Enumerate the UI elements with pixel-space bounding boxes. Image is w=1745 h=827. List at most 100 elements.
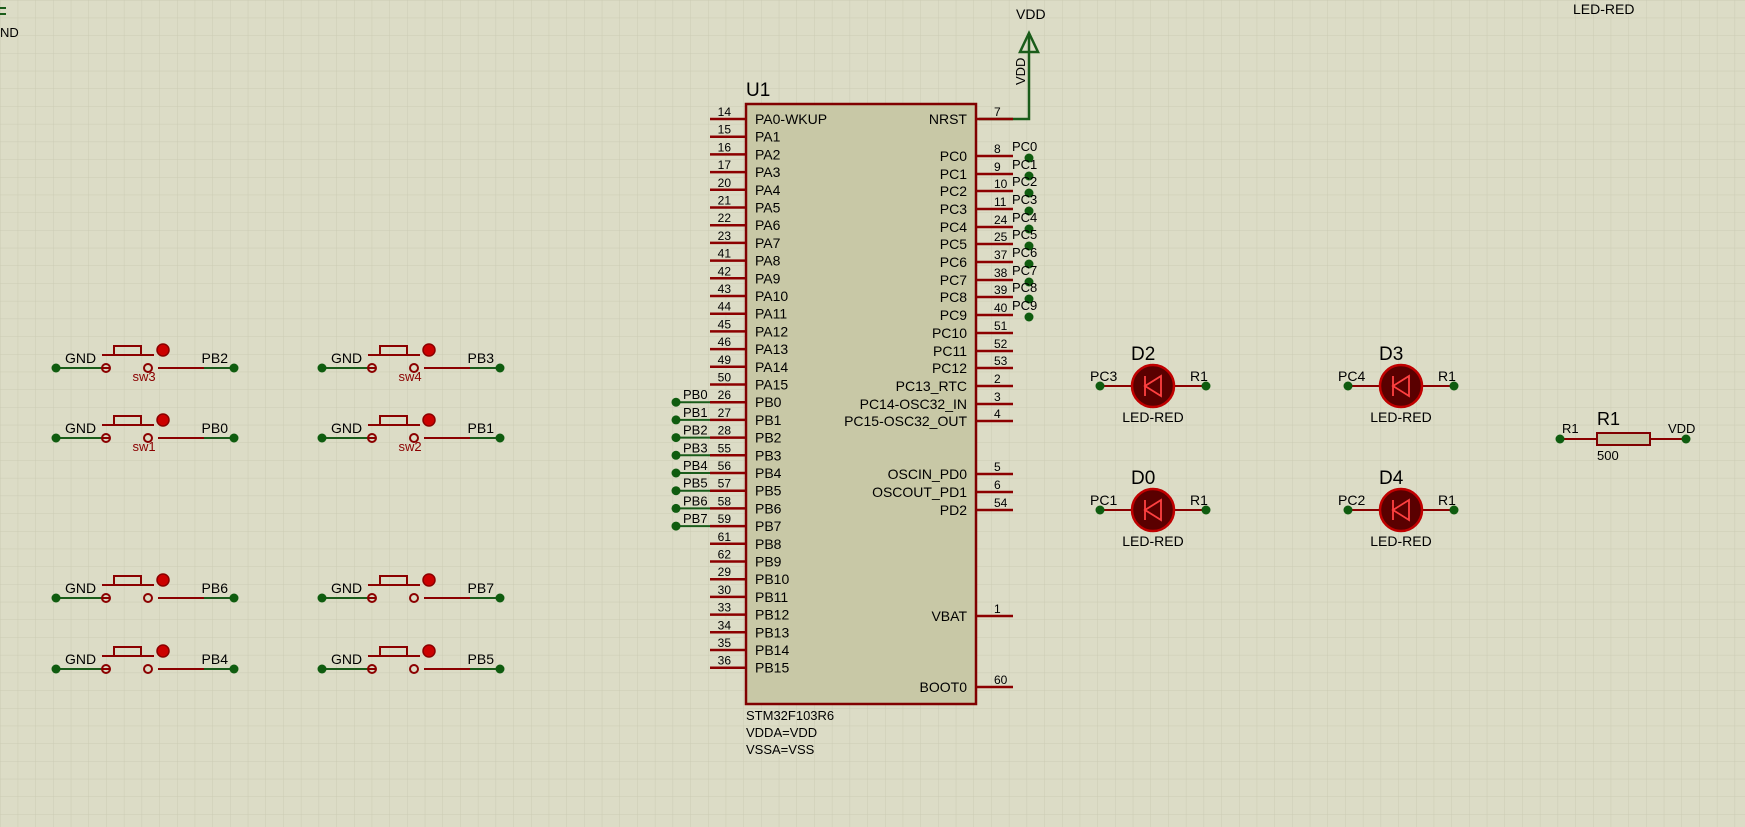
junction — [1024, 241, 1034, 251]
junction — [671, 468, 681, 478]
switch-toggle-icon[interactable] — [156, 644, 170, 658]
pin-pa1[interactable]: 15 PA1 — [710, 123, 781, 145]
mcu-body[interactable] — [744, 102, 978, 706]
switch-toggle-icon[interactable] — [422, 413, 436, 427]
gnd-fragment: ND — [0, 7, 19, 40]
led-body[interactable] — [1130, 487, 1176, 533]
pin-name: OSCOUT_PD1 — [872, 484, 967, 500]
switch-toggle-icon[interactable] — [156, 413, 170, 427]
resistor-body[interactable] — [1596, 432, 1651, 446]
switch-toggle-icon[interactable] — [422, 343, 436, 357]
led-ref: D3 — [1379, 344, 1403, 365]
pin-number: 15 — [718, 123, 732, 137]
junction — [1024, 224, 1034, 234]
pin-name: PB10 — [755, 571, 789, 587]
pin-number: 28 — [718, 424, 732, 438]
pin-number: 38 — [994, 266, 1008, 280]
switch-toggle-icon[interactable] — [422, 573, 436, 587]
pin-name: PA1 — [755, 129, 781, 145]
led-body[interactable] — [1378, 487, 1424, 533]
led-body[interactable] — [1378, 363, 1424, 409]
switch-toggle-icon[interactable] — [422, 644, 436, 658]
junction — [671, 521, 681, 531]
junction — [671, 433, 681, 443]
led-right-net: R1 — [1438, 492, 1456, 508]
pin-name: PC1 — [940, 166, 967, 182]
led-body[interactable] — [1130, 363, 1176, 409]
pin-name: PC7 — [940, 272, 967, 288]
switch-toggle-icon[interactable] — [156, 343, 170, 357]
pin-number: 46 — [718, 335, 732, 349]
switch-toggle-icon[interactable] — [156, 573, 170, 587]
resistor-r1[interactable]: R1 500 R1 VDD — [1555, 409, 1696, 463]
